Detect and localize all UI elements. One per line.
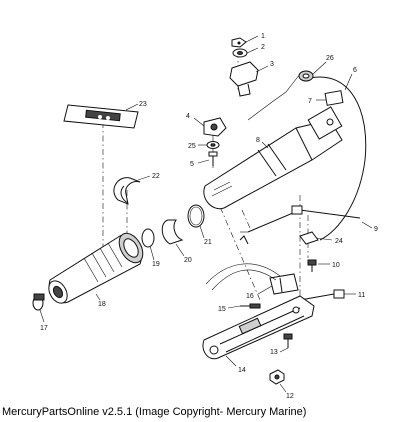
callout-17: 17	[40, 325, 48, 332]
alignment-lines	[102, 52, 309, 310]
callout-7: 7	[308, 98, 312, 105]
callout-4: 4	[186, 113, 190, 120]
callout-8: 8	[256, 137, 260, 144]
callout-10: 10	[332, 262, 340, 269]
leader-lines	[39, 35, 373, 393]
callout-13: 13	[270, 349, 278, 356]
part-20-clip	[161, 219, 184, 245]
part-3-bracket	[229, 61, 259, 97]
callout-23: 23	[139, 101, 147, 108]
callout-20: 20	[184, 257, 192, 264]
part-22-clamp	[113, 177, 141, 205]
part-19-ring	[141, 228, 155, 248]
part-5-screw	[208, 151, 218, 166]
part-10-screw	[307, 259, 317, 272]
part-12-nut	[269, 369, 285, 385]
part-8-shaft-housing	[203, 106, 343, 210]
callout-6: 6	[353, 67, 357, 74]
callout-5: 5	[190, 161, 194, 168]
part-11-bolt	[299, 289, 345, 301]
callout-26: 26	[326, 55, 334, 62]
callout-1: 1	[261, 33, 265, 40]
part-15-screw	[240, 303, 261, 309]
part-24-clip	[299, 231, 319, 245]
part-2-washer	[232, 48, 248, 58]
callout-numbers: 1 2 3 4 5 6 7 8 9 10 11 12 13 14 15 16 1…	[40, 33, 378, 400]
part-26-grommet	[298, 70, 314, 82]
callout-16: 16	[246, 293, 254, 300]
part-18-handle-grip	[48, 232, 144, 304]
callout-11: 11	[358, 292, 365, 299]
callout-24: 24	[335, 238, 343, 245]
callout-15: 15	[218, 306, 226, 313]
part-13-screw	[283, 333, 293, 348]
copyright-caption: MercuryPartsOnline v2.5.1 (Image Copyrig…	[2, 406, 307, 418]
callout-9: 9	[374, 226, 378, 233]
callout-18: 18	[98, 301, 106, 308]
callout-25: 25	[188, 143, 196, 150]
exploded-parts-diagram: 1 2 3 4 5 6 7 8 9 10 11 12 13 14 15 16 1…	[32, 33, 378, 400]
callout-12: 12	[286, 393, 294, 400]
part-17-bulb	[32, 293, 45, 311]
part-23-decal-strip	[63, 104, 139, 129]
callout-2: 2	[261, 44, 265, 51]
wires	[205, 263, 281, 291]
part-6-cable	[247, 73, 367, 241]
callout-19: 19	[152, 261, 160, 268]
part-9-wiring-harness	[239, 205, 361, 245]
part-1-nut	[231, 37, 247, 48]
callout-21: 21	[204, 239, 212, 246]
part-14-lever-bracket	[202, 295, 315, 360]
part-7-connector	[324, 90, 344, 106]
part-21-ring	[187, 204, 205, 228]
part-4-knob	[203, 117, 227, 137]
part-25-washer	[206, 141, 220, 149]
callout-14: 14	[238, 367, 246, 374]
part-16-bracket	[269, 273, 299, 295]
callout-22: 22	[152, 173, 160, 180]
callout-3: 3	[270, 61, 274, 68]
